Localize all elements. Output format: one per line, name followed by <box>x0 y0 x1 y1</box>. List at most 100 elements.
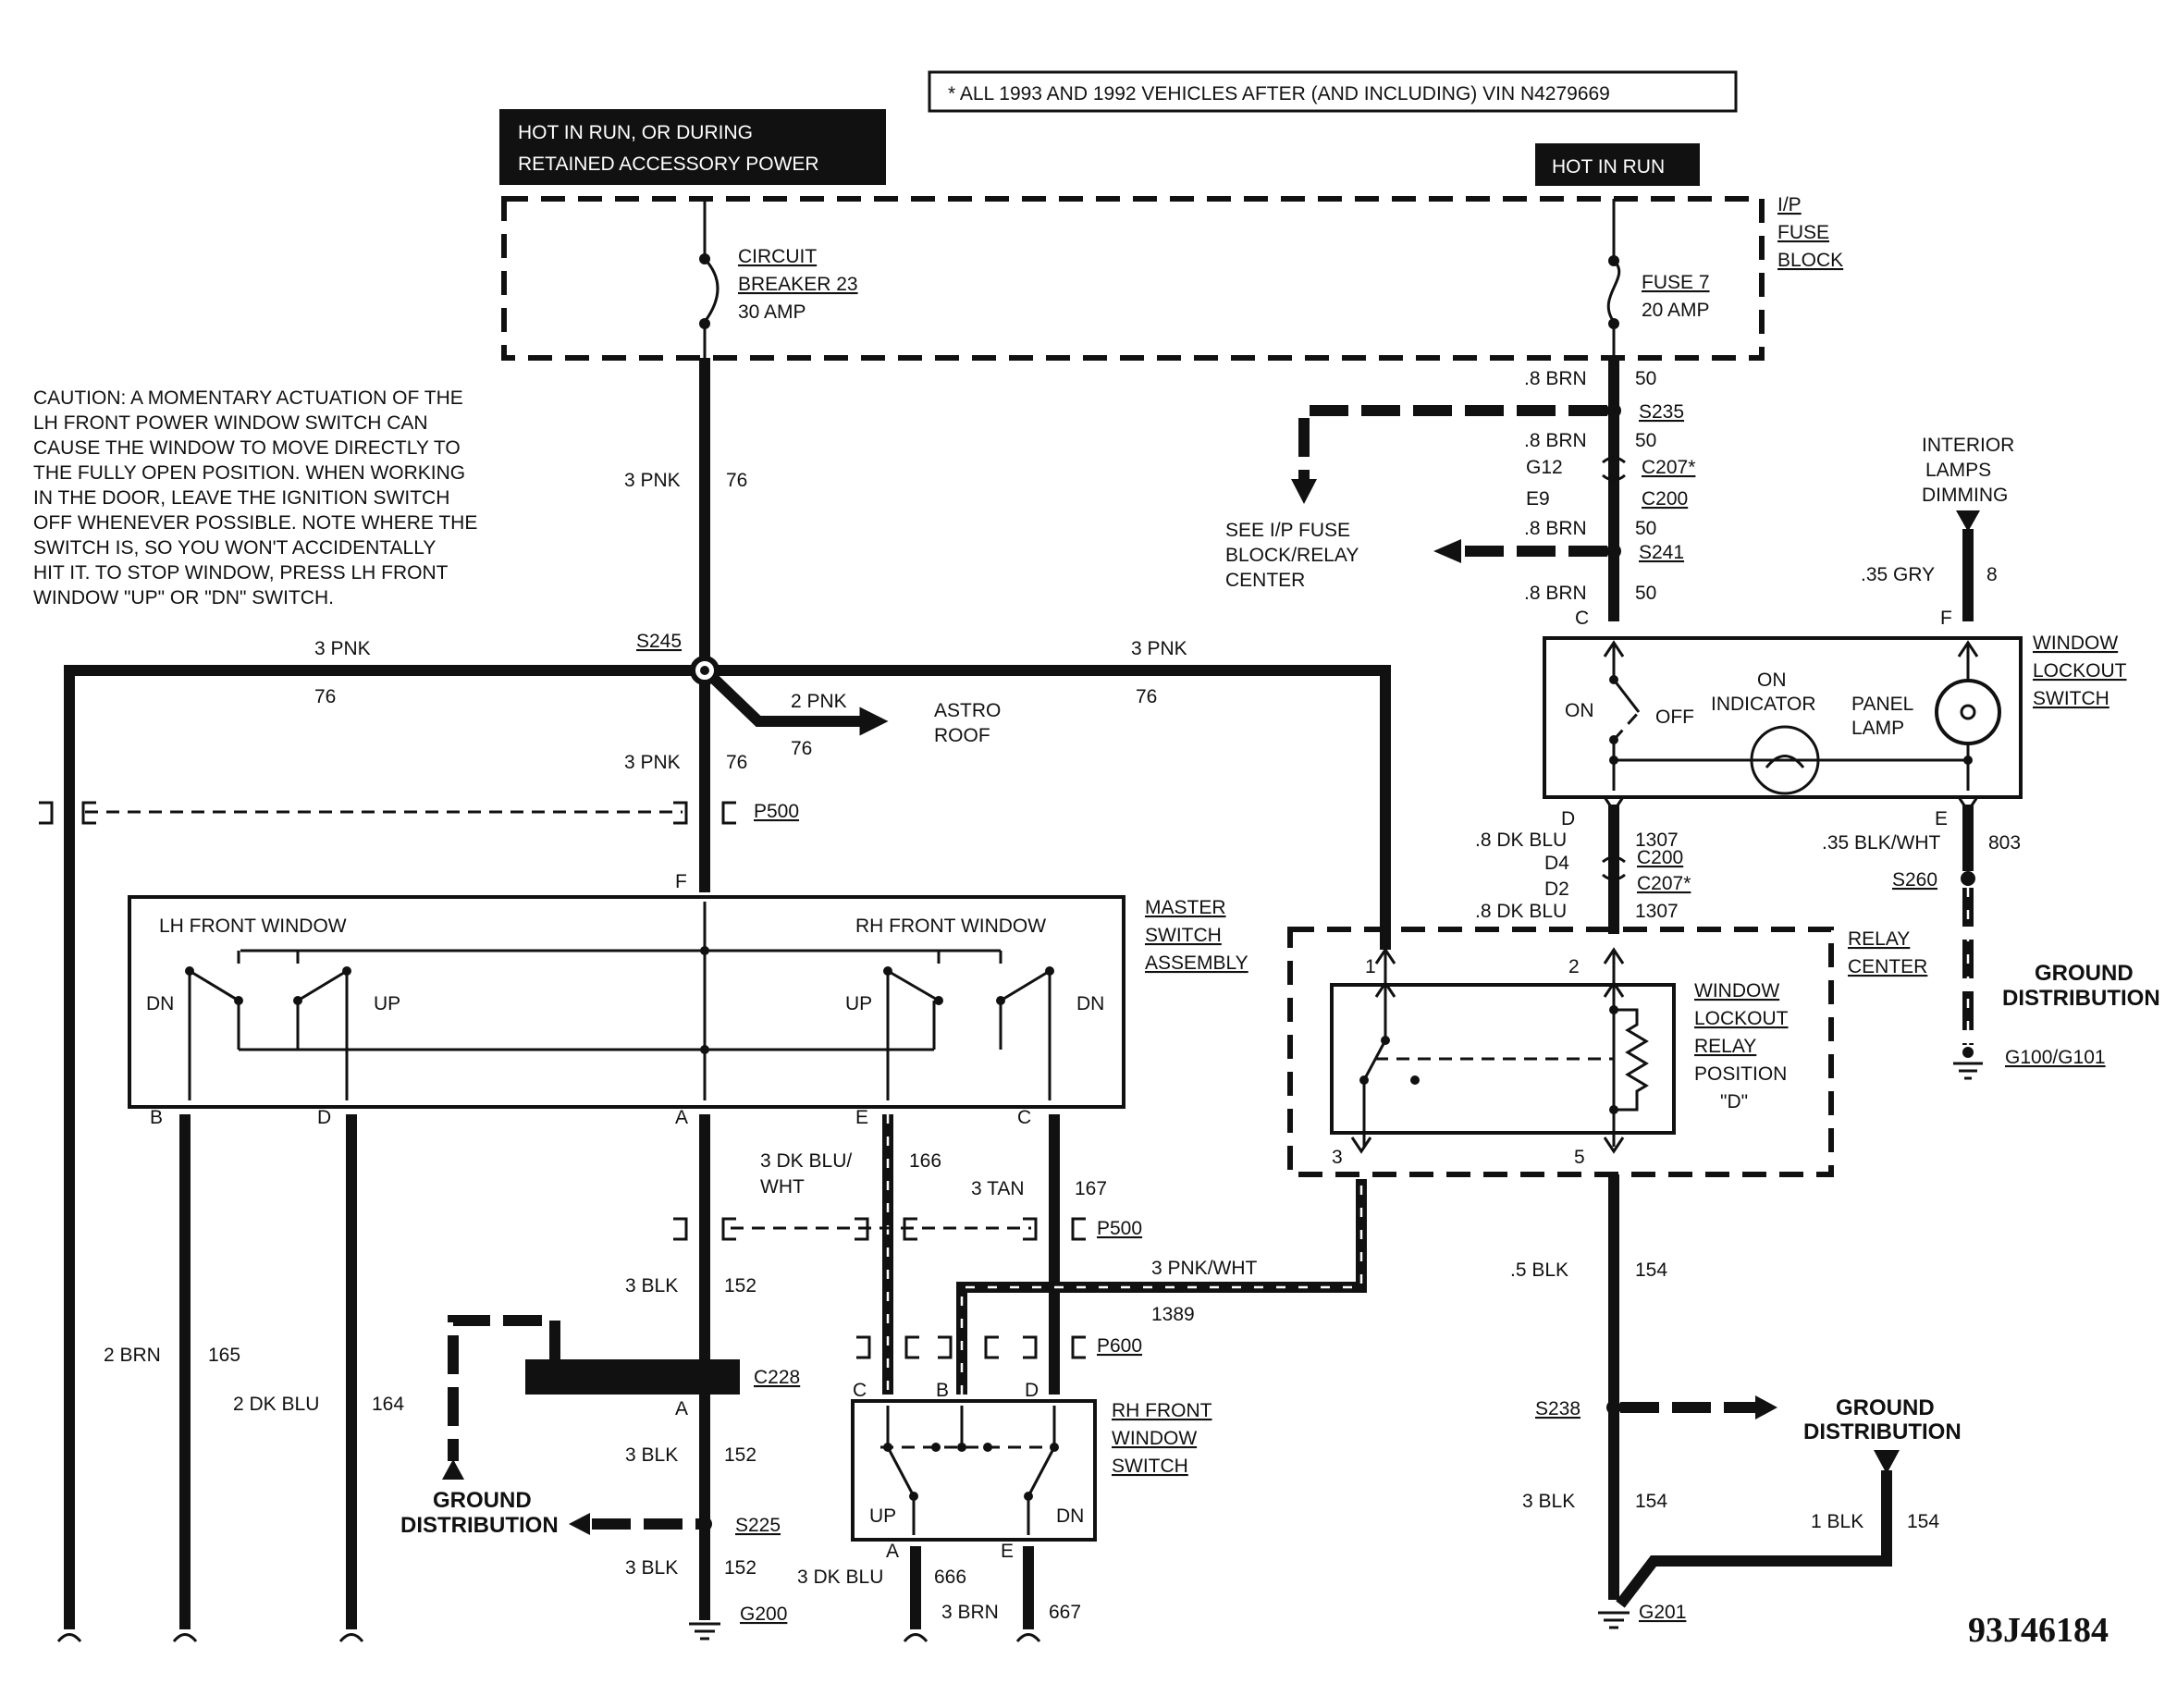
wire-label: 3 BLK <box>1522 1491 1575 1512</box>
wire-stripe <box>960 1179 1363 1395</box>
connector-p600 <box>856 1335 1086 1359</box>
master-switch-label: MASTER SWITCH ASSEMBLY <box>1145 897 1248 974</box>
svg-text:OFF WHENEVER POSSIBLE. NOTE WH: OFF WHENEVER POSSIBLE. NOTE WHERE THE <box>33 512 477 534</box>
pin-label: A <box>675 1107 688 1128</box>
s235-label: S235 <box>1639 401 1684 423</box>
svg-text:WINDOW: WINDOW <box>1694 980 1779 1001</box>
p500-label: P500 <box>754 801 799 822</box>
svg-text:DISTRIBUTION: DISTRIBUTION <box>2002 986 2160 1011</box>
diagram-code: 93J46184 <box>1968 1611 2109 1650</box>
pin-label: 2 <box>1568 956 1580 977</box>
connector-c207-c200-upper <box>1602 456 1626 482</box>
wire-label: 3 PNK/WHT <box>1151 1258 1258 1279</box>
dn-label: DN <box>1076 993 1104 1014</box>
circuit-label: 164 <box>372 1394 404 1415</box>
ground-g200-icon <box>689 1622 720 1640</box>
rh-front-window-switch <box>851 1399 1097 1542</box>
svg-text:HIT IT. TO STOP WINDOW, PRESS: HIT IT. TO STOP WINDOW, PRESS LH FRONT <box>33 562 449 584</box>
svg-text:WINDOW "UP" OR "DN" SWITCH.: WINDOW "UP" OR "DN" SWITCH. <box>33 587 334 608</box>
pin-label: D <box>1025 1380 1039 1401</box>
circuit-label: 1389 <box>1151 1304 1195 1325</box>
wire-label: 3 BLK <box>625 1444 678 1466</box>
svg-text:LOCKOUT: LOCKOUT <box>2033 660 2127 682</box>
wire-label: .8 BRN <box>1524 368 1587 389</box>
svg-text:MASTER: MASTER <box>1145 897 1226 918</box>
circuit-breaker-label: CIRCUIT BREAKER 23 30 AMP <box>738 246 858 323</box>
wire-label: .8 BRN <box>1524 518 1587 539</box>
circuit-label: 165 <box>208 1345 240 1366</box>
circuit-label: 154 <box>1907 1511 1939 1532</box>
svg-text:POSITION: POSITION <box>1694 1063 1787 1085</box>
svg-text:WINDOW: WINDOW <box>2033 633 2118 654</box>
hot-in-run-retained-label: HOT IN RUN, OR DURING RETAINED ACCESSORY… <box>499 109 886 185</box>
svg-text:RH FRONT: RH FRONT <box>1112 1400 1212 1421</box>
connector-p500-upper <box>39 801 736 825</box>
up-label: UP <box>845 993 872 1014</box>
wire-label: .5 BLK <box>1510 1259 1568 1281</box>
splice-s225 <box>697 1517 712 1531</box>
svg-text:CENTER: CENTER <box>1225 570 1305 591</box>
wire-label: 3 PNK <box>1131 638 1187 659</box>
circuit-label: 76 <box>726 752 747 773</box>
svg-text:* ALL 1993 AND 1992 VEHICLES A: * ALL 1993 AND 1992 VEHICLES AFTER (AND … <box>948 83 1610 104</box>
connector-p500-lower <box>673 1217 1086 1241</box>
wire-3pnk-left-bus <box>64 665 693 1629</box>
pin-label: F <box>675 871 687 892</box>
chevron-down-icon <box>1350 1137 1625 1154</box>
up-label: UP <box>869 1505 896 1527</box>
ip-fuse-block <box>501 196 1765 361</box>
circuit-label: 152 <box>724 1557 756 1579</box>
wire-label: 3 PNK <box>624 752 681 773</box>
p500-label: P500 <box>1097 1218 1142 1239</box>
up-label: UP <box>374 993 400 1014</box>
svg-text:IN THE DOOR, LEAVE THE IGNITIO: IN THE DOOR, LEAVE THE IGNITION SWITCH <box>33 487 449 509</box>
on-indicator-label: ON INDICATOR <box>1711 670 1816 715</box>
svg-text:RELAY: RELAY <box>1694 1036 1756 1057</box>
wire-label: .35 BLK/WHT <box>1822 832 1941 854</box>
circuit-label: 50 <box>1635 368 1656 389</box>
circuit-label: 666 <box>934 1567 966 1588</box>
wire-label: .35 GRY <box>1861 564 1935 585</box>
circuit-label: 76 <box>314 686 336 707</box>
splice-s238 <box>1606 1400 1621 1415</box>
circuit-label: 76 <box>726 470 747 491</box>
vin-note: * ALL 1993 AND 1992 VEHICLES AFTER (AND … <box>928 70 1738 113</box>
wire-label: 2 DK BLU <box>233 1394 319 1415</box>
svg-text:SWITCH: SWITCH <box>2033 688 2109 709</box>
wire-label: 2 BRN <box>104 1345 161 1366</box>
circuit-label: 50 <box>1635 583 1656 604</box>
c228-label: C228 <box>754 1367 800 1388</box>
window-lockout-relay-label: WINDOW LOCKOUT RELAY POSITION "D" <box>1694 980 1789 1112</box>
rh-front-window-switch-label: RH FRONT WINDOW SWITCH <box>1112 1400 1212 1477</box>
svg-text:CIRCUIT: CIRCUIT <box>738 246 817 267</box>
svg-text:BLOCK: BLOCK <box>1777 250 1843 271</box>
rh-switch-internals <box>880 1406 1059 1535</box>
pin-label: C <box>1575 608 1589 629</box>
wire-3pnk-right-bus <box>717 665 1391 950</box>
pin-label: D <box>1561 808 1575 829</box>
circuit-label: 50 <box>1635 430 1656 451</box>
pin-label: C <box>1017 1107 1031 1128</box>
wire-label: 1 BLK <box>1811 1511 1863 1532</box>
circuit-label: 50 <box>1635 518 1656 539</box>
g100-label: G100/G101 <box>2005 1047 2106 1068</box>
svg-text:GROUND: GROUND <box>2035 961 2134 986</box>
ground-distribution-label: GROUND DISTRIBUTION <box>1803 1395 1962 1444</box>
pin-label: 1 <box>1365 956 1376 977</box>
circuit-breaker-23 <box>699 199 720 358</box>
s245-label: S245 <box>636 631 682 652</box>
svg-text:FUSE 7: FUSE 7 <box>1642 272 1710 293</box>
wire-label: 3 DK BLU <box>797 1567 883 1588</box>
svg-text:FUSE: FUSE <box>1777 222 1829 243</box>
astro-roof-label: ASTRO <box>934 700 1001 721</box>
svg-text:30 AMP: 30 AMP <box>738 301 806 323</box>
svg-text:I/P: I/P <box>1777 194 1802 215</box>
svg-text:WINDOW: WINDOW <box>1112 1428 1197 1449</box>
pin-label: A <box>886 1541 899 1562</box>
see-fuse-block-relay-center-label: SEE I/P FUSE BLOCK/RELAY CENTER <box>1225 520 1359 591</box>
svg-text:ASSEMBLY: ASSEMBLY <box>1145 952 1248 974</box>
circuit-label: 76 <box>791 738 812 759</box>
c200-label: C200 <box>1637 847 1683 868</box>
circuit-label: 76 <box>1136 686 1157 707</box>
